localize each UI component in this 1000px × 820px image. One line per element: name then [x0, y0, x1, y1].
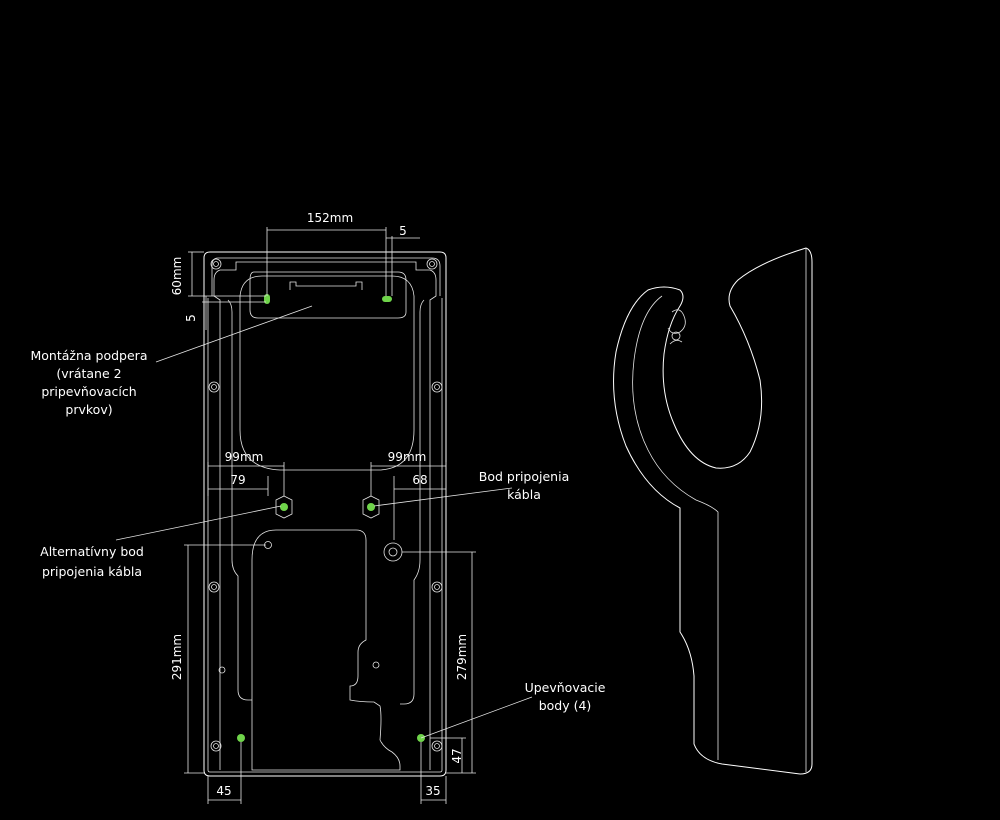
callout-leaders [115, 305, 533, 739]
dim-left-offset: 5 [184, 314, 198, 322]
svg-text:Montážna podpera: Montážna podpera [31, 348, 148, 363]
dim-bottom-right: 35 [425, 784, 440, 798]
svg-text:Upevňovacie: Upevňovacie [525, 680, 606, 695]
label-mounting-bracket: Montážna podpera (vrátane 2 pripevňovací… [31, 348, 148, 417]
dim-top-height: 60mm [170, 257, 184, 296]
dim-top-width: 152mm [307, 211, 353, 225]
dim-right-inner: 68 [412, 473, 427, 487]
svg-text:body (4): body (4) [539, 698, 592, 713]
cable-point-marker [367, 503, 375, 511]
cable-gland-right [362, 495, 380, 519]
dim-right-height: 279mm [455, 634, 469, 680]
dim-top-offset: 5 [399, 224, 407, 238]
fixing-point-left-marker [237, 734, 245, 742]
svg-text:pripojenia kábla: pripojenia kábla [42, 564, 142, 579]
bracket-fixing-left-marker [264, 294, 270, 304]
dim-left-inner: 79 [230, 473, 245, 487]
svg-text:Bod pripojenia: Bod pripojenia [479, 469, 569, 484]
dim-right-span: 99mm [388, 450, 427, 464]
svg-text:pripevňovacích: pripevňovacích [41, 384, 136, 399]
svg-text:kábla: kábla [507, 487, 541, 502]
svg-text:(vrátane 2: (vrátane 2 [56, 366, 121, 381]
dimension-lines [184, 227, 476, 804]
dim-bottom-height: 47 [450, 748, 464, 763]
bracket-fixing-right-marker [382, 296, 392, 302]
dim-bottom-left: 45 [216, 784, 231, 798]
label-fixing-points: Upevňovacie body (4) [525, 680, 606, 713]
svg-text:Alternatívny bod: Alternatívny bod [40, 544, 144, 559]
svg-text:prvkov): prvkov) [65, 402, 112, 417]
cable-gland-left [275, 495, 293, 519]
dim-left-height: 291mm [170, 634, 184, 680]
dim-left-span: 99mm [225, 450, 264, 464]
alt-cable-point-marker [280, 503, 288, 511]
dryer-side-view [613, 247, 813, 775]
mounting-holes [208, 258, 443, 752]
label-cable-point: Bod pripojenia kábla [479, 469, 569, 502]
label-alt-cable-point: Alternatívny bod pripojenia kábla [40, 544, 144, 579]
